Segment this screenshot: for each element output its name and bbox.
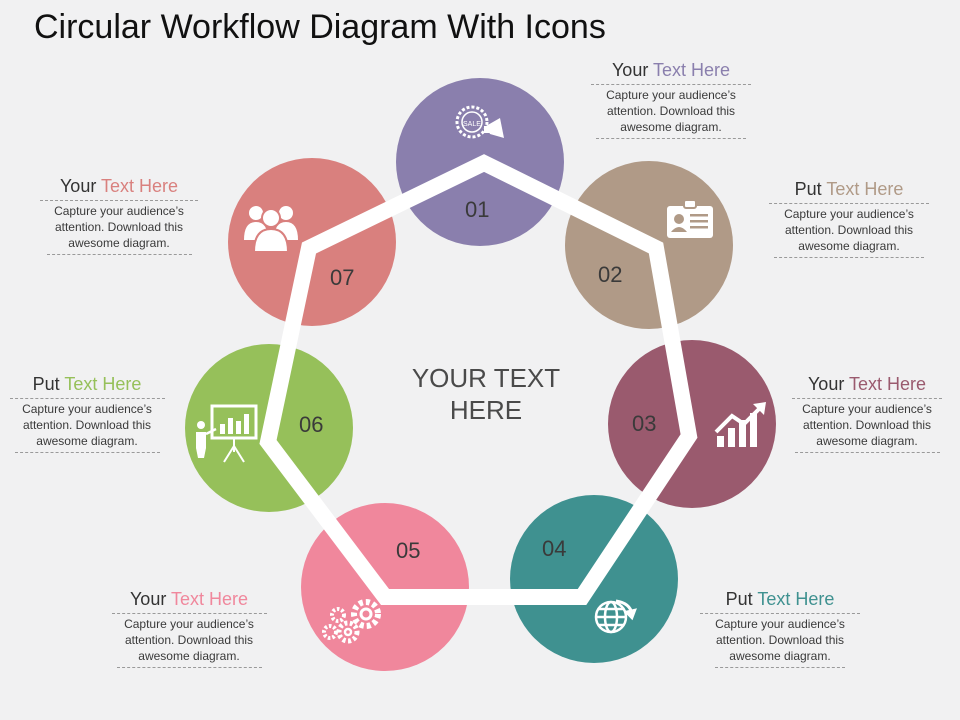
callout-06-heading: Put Text Here <box>6 374 168 395</box>
callout-06-body: Capture your audience’s attention. Downl… <box>22 402 152 448</box>
callout-04-body: Capture your audience’s attention. Downl… <box>715 617 845 663</box>
callout-04-heading: Put Text Here <box>699 589 861 610</box>
callout-02-highlight: Text Here <box>826 179 904 199</box>
id-card-icon <box>667 199 713 238</box>
step-01-number: 01 <box>465 197 489 222</box>
center-text-line-1: YOUR TEXT <box>411 363 561 393</box>
growth-chart-icon <box>714 402 766 447</box>
team-icon <box>244 206 298 253</box>
center-text: YOUR TEXT HERE <box>386 362 586 426</box>
callout-07-prefix: Your <box>59 176 97 196</box>
callout-03-body: Capture your audience’s attention. Downl… <box>802 402 932 448</box>
callout-06-divider-bottom <box>14 452 160 453</box>
workflow-path <box>259 154 698 605</box>
callout-06-divider <box>9 398 165 399</box>
step-07-number: 07 <box>330 265 354 290</box>
callout-02-divider-bottom <box>774 257 924 258</box>
callout-01-prefix: Your <box>611 60 649 80</box>
callout-01-body: Capture your audience’s attention. Downl… <box>606 88 736 134</box>
callout-05-heading: Your Text Here <box>108 589 270 610</box>
callout-03: Your Text Here Capture your audience’s a… <box>786 374 948 455</box>
sale-megaphone-icon: SALE <box>455 105 504 139</box>
step-06-number: 06 <box>299 412 323 437</box>
callout-01-divider <box>591 84 751 85</box>
callout-07: Your Text Here Capture your audience’s a… <box>38 176 200 257</box>
callout-03-divider-bottom <box>794 452 940 453</box>
callout-02-divider <box>769 203 929 204</box>
callout-05-divider <box>111 613 267 614</box>
callout-05-highlight: Text Here <box>171 589 249 609</box>
step-03-number: 03 <box>632 411 656 436</box>
callout-06-highlight: Text Here <box>64 374 142 394</box>
callout-07-divider-bottom <box>46 254 192 255</box>
callout-06-prefix: Put <box>32 374 60 394</box>
callout-01-highlight: Text Here <box>653 60 731 80</box>
callout-02-prefix: Put <box>794 179 822 199</box>
callout-05: Your Text Here Capture your audience’s a… <box>108 589 270 670</box>
callout-07-body: Capture your audience’s attention. Downl… <box>54 204 184 250</box>
callout-06: Put Text Here Capture your audience’s at… <box>6 374 168 455</box>
callout-07-heading: Your Text Here <box>38 176 200 197</box>
callout-04: Put Text Here Capture your audience’s at… <box>699 589 861 670</box>
callout-07-divider <box>40 200 198 201</box>
callout-03-prefix: Your <box>807 374 845 394</box>
callout-01-divider-bottom <box>596 138 746 139</box>
gears-icon <box>322 599 381 644</box>
callout-03-divider <box>792 398 942 399</box>
step-04-number: 04 <box>542 536 566 561</box>
callout-01: Your Text Here Capture your audience’s a… <box>590 60 752 141</box>
svg-text:SALE: SALE <box>463 121 481 128</box>
callout-05-prefix: Your <box>129 589 167 609</box>
center-text-line-2: HERE <box>449 395 523 425</box>
callout-02-heading: Put Text Here <box>768 179 930 200</box>
callout-03-heading: Your Text Here <box>786 374 948 395</box>
step-02-number: 02 <box>598 262 622 287</box>
callout-04-divider <box>700 613 860 614</box>
callout-02: Put Text Here Capture your audience’s at… <box>768 179 930 260</box>
callout-01-heading: Your Text Here <box>590 60 752 81</box>
step-05-number: 05 <box>396 538 420 563</box>
callout-04-divider-bottom <box>715 667 845 668</box>
presentation-icon <box>196 404 258 463</box>
globe-arrow-icon <box>594 599 637 634</box>
callout-04-prefix: Put <box>725 589 753 609</box>
callout-04-highlight: Text Here <box>757 589 835 609</box>
callout-07-highlight: Text Here <box>101 176 179 196</box>
callout-02-body: Capture your audience’s attention. Downl… <box>784 207 914 253</box>
callout-05-divider-bottom <box>116 667 262 668</box>
callout-03-highlight: Text Here <box>849 374 927 394</box>
page-title: Circular Workflow Diagram With Icons <box>34 8 606 46</box>
callout-05-body: Capture your audience’s attention. Downl… <box>124 617 254 663</box>
